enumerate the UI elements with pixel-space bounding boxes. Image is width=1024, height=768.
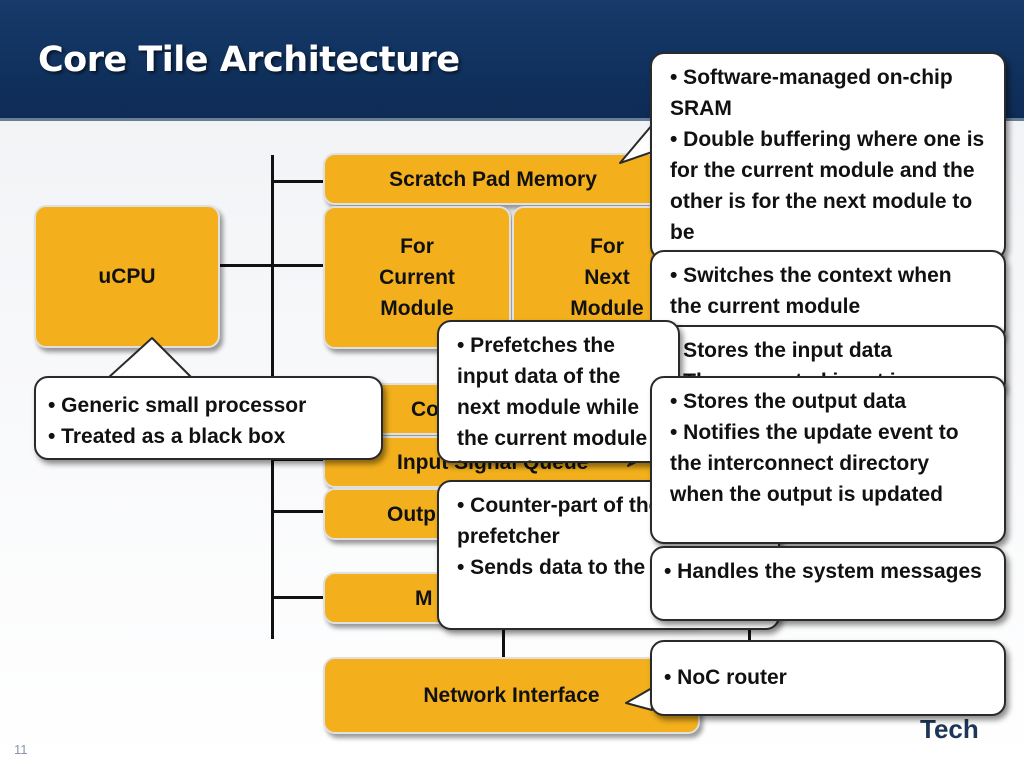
ucpu-label: uCPU xyxy=(98,265,156,288)
logo-text: Tech xyxy=(920,714,979,744)
system-messages-callout: • Handles the system messages xyxy=(650,546,1006,621)
current-module-label-line-1: For xyxy=(400,235,434,258)
sram-callout-item-2: • Double buffering where one is for the … xyxy=(670,128,985,244)
context-switch-callout-item-1: • Switches the context when the current … xyxy=(670,264,952,318)
next-module-label-line-3: Module xyxy=(570,297,644,320)
network-interface-block: Network Interface xyxy=(323,657,700,734)
noc-router-callout: • NoC router xyxy=(650,640,1006,716)
network-interface-label: Network Interface xyxy=(423,684,600,707)
current-module-label-line-2: Current xyxy=(379,266,455,289)
noc-router-callout-item-1: • NoC router xyxy=(664,666,787,689)
system-messages-callout-item-1: • Handles the system messages xyxy=(664,560,982,583)
ucpu-callout-item-1: • Generic small processor xyxy=(48,394,307,417)
prefetcher-callout: • Prefetches the input data of the next … xyxy=(437,320,680,463)
output-queue-callout: • Stores the output data • Notifies the … xyxy=(650,376,1006,544)
ucpu-bus-link xyxy=(220,264,273,267)
sram-callout: • Software-managed on-chip SRAM • Double… xyxy=(650,52,1006,260)
ucpu-callout-item-2: • Treated as a black box xyxy=(48,425,286,448)
next-module-label-line-2: Next xyxy=(584,266,630,289)
scratch-bus-link xyxy=(273,180,323,183)
prefetcher-callout-item-1: • Prefetches the input data of the next … xyxy=(457,334,653,461)
output-queue-callout-item-2: • Notifies the update event to the inter… xyxy=(670,421,959,506)
output-queue-callout-item-1: • Stores the output data xyxy=(670,390,907,413)
network-bus-link xyxy=(502,620,505,658)
slide-title: Core Tile Architecture xyxy=(38,40,460,80)
ucpu-block: uCPU xyxy=(34,205,220,348)
counterpart-callout-item-1: • Counter-part of the prefetcher xyxy=(457,494,661,548)
input-queue-callout-item-1: • Stores the input data xyxy=(670,339,893,362)
output-bus-link xyxy=(273,510,323,513)
message-handler-label: M xyxy=(415,586,433,610)
current-module-buffer-block: For Current Module xyxy=(323,206,511,349)
output-signal-queue-label: Outp xyxy=(387,502,436,526)
slide-number: 11 xyxy=(14,742,28,757)
context-switcher-label: Co xyxy=(411,397,439,421)
ucpu-callout: • Generic small processor • Treated as a… xyxy=(34,376,383,460)
scratch-pad-label: Scratch Pad Memory xyxy=(389,167,597,191)
module-bus-link xyxy=(273,264,323,267)
message-bus-link xyxy=(273,596,323,599)
scratch-pad-memory-block: Scratch Pad Memory xyxy=(323,153,663,205)
next-module-label-line-1: For xyxy=(590,235,624,258)
current-module-label-line-3: Module xyxy=(380,297,454,320)
georgia-tech-logo: Tech xyxy=(920,714,979,745)
sram-callout-item-1: • Software-managed on-chip SRAM xyxy=(670,66,953,120)
